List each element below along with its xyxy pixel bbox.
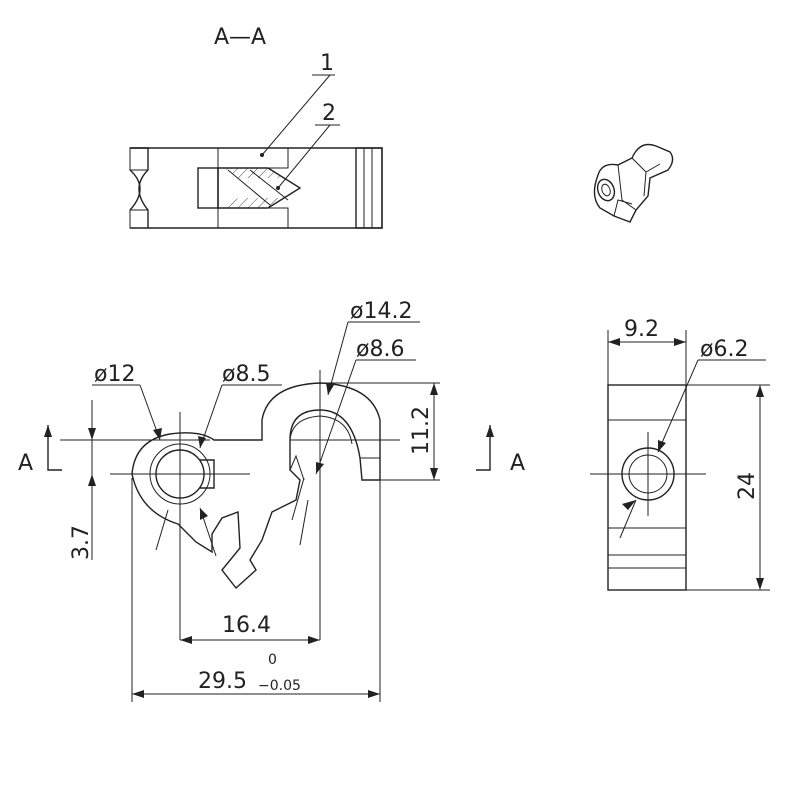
dim-3-7: 3.7 [69, 525, 94, 560]
front-view: 11.2 3.7 16.4 29.5 0 −0.05 ø12 ø8.5 [18, 299, 525, 702]
tol-lower: −0.05 [258, 678, 301, 694]
dia-8-6: ø8.6 [356, 337, 404, 362]
dim-29-5: 29.5 [198, 669, 247, 694]
section-marker-right: A [510, 451, 525, 476]
section-title: A—A [214, 25, 266, 50]
section-marker-left: A [18, 451, 33, 476]
dia-6-2: ø6.2 [700, 337, 748, 362]
dia-14-2: ø14.2 [350, 299, 412, 324]
dim-11-2: 11.2 [409, 406, 434, 455]
isometric-preview [593, 143, 674, 223]
dim-16-4: 16.4 [222, 613, 271, 638]
callout-2: 2 [322, 101, 336, 126]
section-view-aa: A—A 1 2 [129, 25, 383, 229]
dia-8-5: ø8.5 [222, 362, 270, 387]
dim-24: 24 [735, 472, 760, 500]
side-view: 9.2 ø6.2 24 [590, 317, 770, 591]
dim-9-2: 9.2 [624, 317, 659, 342]
callout-1: 1 [320, 51, 334, 76]
dia-12: ø12 [94, 362, 135, 387]
tol-upper: 0 [268, 652, 277, 668]
